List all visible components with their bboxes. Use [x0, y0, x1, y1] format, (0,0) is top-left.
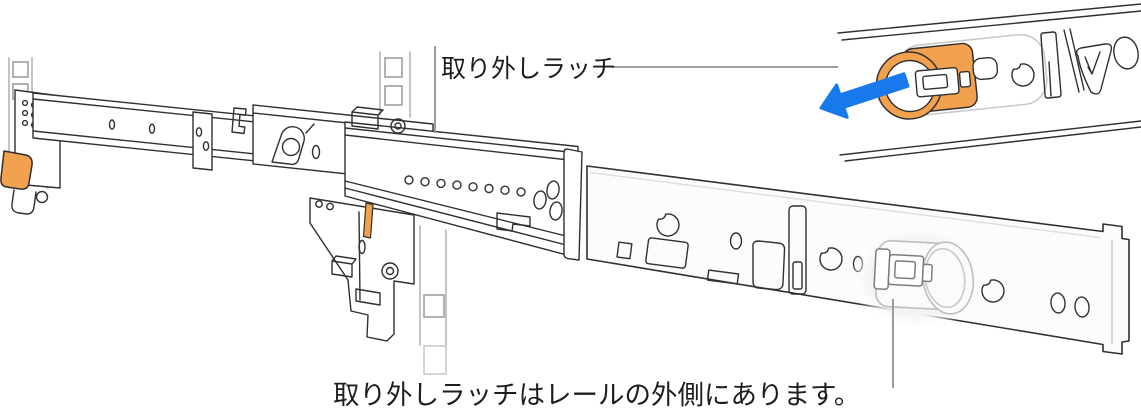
- bracket-latch-strip: [362, 202, 374, 239]
- latch-closeup: [819, 3, 1141, 162]
- callout-leader-lines: [434, 46, 838, 133]
- left-arrow-icon: [819, 72, 910, 119]
- front-latch-tab: [0, 150, 49, 215]
- outer-rail-panel: [586, 165, 1130, 355]
- keyhole-cutout: [1007, 59, 1040, 91]
- latch-clip: [914, 56, 999, 98]
- removal-latch: [875, 42, 999, 120]
- rail-end-cap: [563, 148, 583, 261]
- ghost-latch: [850, 223, 986, 331]
- caption-text: 取り外しラッチはレールの外側にあります。: [333, 380, 860, 410]
- telescoping-rail: [14, 89, 583, 261]
- callout-label: 取り外しラッチ: [441, 55, 616, 83]
- lower-bracket: [309, 197, 415, 342]
- rail-latch-lever: [271, 126, 305, 166]
- ghost-latch-clip: [873, 248, 933, 290]
